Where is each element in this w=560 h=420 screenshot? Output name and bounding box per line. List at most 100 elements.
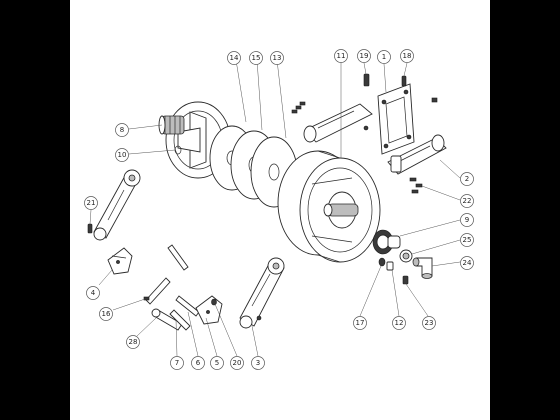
left-crank-arm bbox=[93, 169, 141, 241]
upper-bracket-arm bbox=[303, 103, 373, 143]
callout-label: 20 bbox=[233, 359, 242, 367]
leader-8 bbox=[128, 124, 163, 130]
part-12-plug bbox=[386, 261, 394, 271]
callout-label: 4 bbox=[91, 289, 96, 297]
callout-16: 16 bbox=[99, 307, 113, 321]
part-1-mounting-plate bbox=[377, 83, 415, 155]
leader-1 bbox=[383, 63, 387, 93]
leader-25 bbox=[411, 239, 461, 255]
callout-10: 10 bbox=[115, 148, 129, 162]
part-16-rod bbox=[143, 277, 171, 305]
callout-label: 3 bbox=[256, 359, 260, 367]
leader-23 bbox=[405, 283, 429, 317]
callout-label: 15 bbox=[252, 54, 261, 62]
part-22-screws bbox=[409, 177, 423, 194]
callout-label: 21 bbox=[87, 199, 96, 207]
callout-19: 19 bbox=[357, 49, 371, 63]
leader-14 bbox=[235, 59, 247, 123]
leader-5 bbox=[205, 317, 218, 357]
leader-17 bbox=[359, 265, 382, 317]
callout-label: 10 bbox=[118, 151, 127, 159]
leader-10 bbox=[128, 149, 176, 155]
callout-2: 2 bbox=[460, 172, 474, 186]
callout-label: 2 bbox=[465, 175, 469, 183]
leader-21 bbox=[89, 209, 92, 225]
callout-14: 14 bbox=[227, 51, 241, 65]
callout-label: 1 bbox=[382, 53, 386, 61]
callout-label: 19 bbox=[360, 52, 369, 60]
leader-19 bbox=[363, 62, 367, 75]
callout-label: 16 bbox=[102, 310, 111, 318]
callout-label: 8 bbox=[120, 126, 124, 134]
callout-12: 12 bbox=[392, 316, 406, 330]
part-17-washer bbox=[378, 257, 386, 267]
callout-label: 9 bbox=[465, 216, 469, 224]
part-18-bolt bbox=[401, 75, 407, 87]
leader-22 bbox=[421, 185, 461, 201]
callout-28: 28 bbox=[126, 335, 140, 349]
part-3-crank-arm bbox=[239, 257, 285, 329]
callout-25: 25 bbox=[460, 233, 474, 247]
leader-12 bbox=[391, 269, 400, 317]
callout-label: 7 bbox=[175, 359, 179, 367]
callout-label: 24 bbox=[463, 259, 472, 267]
callout-label: 12 bbox=[395, 319, 404, 327]
callout-label: 23 bbox=[425, 319, 434, 327]
callout-label: 28 bbox=[129, 338, 138, 346]
callout-21: 21 bbox=[84, 196, 98, 210]
part-20-washer bbox=[211, 298, 217, 306]
part-7-rod bbox=[169, 309, 191, 331]
callout-label: 5 bbox=[215, 359, 219, 367]
part-11-drum bbox=[277, 150, 381, 263]
callout-6: 6 bbox=[191, 356, 205, 370]
leader-6 bbox=[187, 311, 199, 357]
leader-4 bbox=[98, 269, 113, 286]
callout-23: 23 bbox=[422, 316, 436, 330]
leader-16 bbox=[112, 298, 146, 311]
callout-7: 7 bbox=[170, 356, 184, 370]
leader-lines bbox=[89, 59, 461, 357]
callout-8: 8 bbox=[115, 123, 129, 137]
leader-20 bbox=[214, 303, 238, 357]
callout-9: 9 bbox=[460, 213, 474, 227]
callout-11: 11 bbox=[334, 49, 348, 63]
callout-18: 18 bbox=[400, 49, 414, 63]
callout-1: 1 bbox=[377, 50, 391, 64]
leader-15 bbox=[256, 59, 263, 131]
callout-label: 25 bbox=[463, 236, 472, 244]
callout-20: 20 bbox=[230, 356, 244, 370]
part-21-screw bbox=[87, 223, 93, 234]
part-24-elbow bbox=[412, 257, 433, 279]
part-19-bolt bbox=[363, 73, 370, 87]
leader-28 bbox=[136, 317, 157, 337]
callout-24: 24 bbox=[460, 256, 474, 270]
callout-17: 17 bbox=[353, 316, 367, 330]
callout-label: 18 bbox=[403, 52, 412, 60]
callout-13: 13 bbox=[270, 51, 284, 65]
bracket-bolts bbox=[291, 97, 438, 114]
leader-24 bbox=[431, 261, 461, 267]
callout-15: 15 bbox=[249, 51, 263, 65]
leader-9 bbox=[399, 219, 461, 237]
callout-label: 13 bbox=[273, 54, 282, 62]
leader-13 bbox=[276, 59, 287, 139]
callout-label: 14 bbox=[230, 54, 239, 62]
callout-label: 17 bbox=[356, 319, 365, 327]
leader-2 bbox=[439, 159, 461, 179]
leader-18 bbox=[403, 62, 408, 77]
part-23-screw bbox=[402, 275, 409, 285]
part-9-swivel bbox=[372, 229, 401, 255]
callout-22: 22 bbox=[460, 194, 474, 208]
callout-label: 11 bbox=[337, 52, 346, 60]
part-5-bracket bbox=[195, 295, 223, 325]
leader-7 bbox=[175, 319, 178, 357]
callout-label: 6 bbox=[196, 359, 201, 367]
part-4-bracket bbox=[107, 247, 133, 275]
rod-upper bbox=[167, 244, 189, 271]
part-25-nipple bbox=[399, 249, 413, 263]
callout-3: 3 bbox=[251, 356, 265, 370]
part-2-side-bracket bbox=[387, 134, 447, 175]
callout-4: 4 bbox=[86, 286, 100, 300]
